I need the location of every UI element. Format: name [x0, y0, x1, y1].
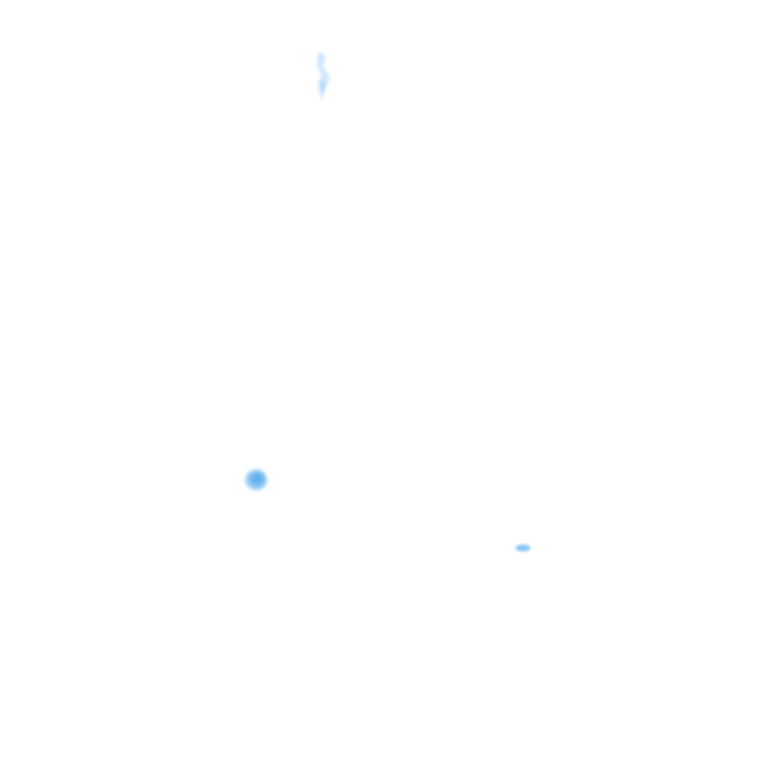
small-dash-shape — [515, 544, 531, 552]
wispy-blue-smudge — [317, 52, 330, 102]
wispy-smudge-shape — [317, 52, 330, 102]
small-blue-dash — [515, 544, 531, 552]
wispy-smudge-core — [321, 80, 325, 94]
round-blue-blot — [245, 469, 267, 491]
round-blot-shape — [245, 469, 267, 491]
